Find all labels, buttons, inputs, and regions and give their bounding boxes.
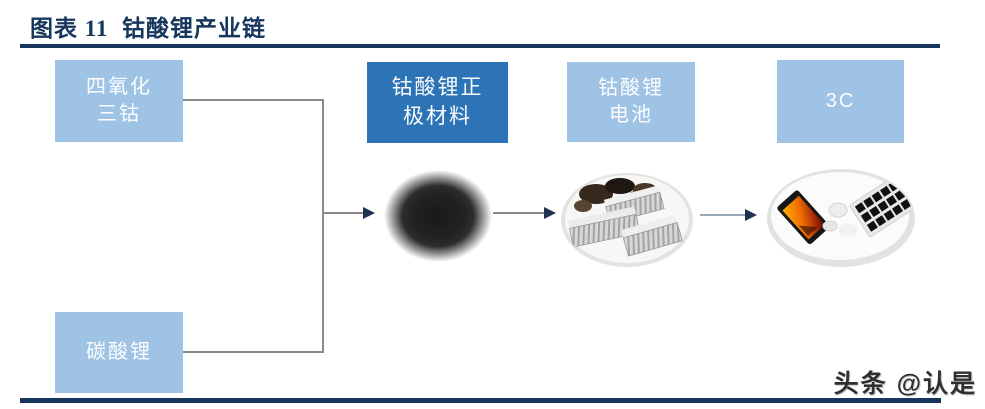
arrow-to-cathode-line: [324, 212, 364, 214]
arrow-to-battery-line: [493, 212, 545, 214]
arrow-to-3c-head-icon: [745, 209, 757, 221]
node-label-line: 钴酸锂: [598, 77, 664, 99]
arrow-to-cathode-head-icon: [363, 207, 375, 219]
title-underline-rule: [20, 44, 940, 48]
node-label-line: 碳酸锂: [86, 341, 152, 363]
node-label-line: 极材料: [403, 104, 472, 128]
node-label-line: 钴酸锂正: [391, 76, 484, 100]
node-label-line: 3C: [825, 90, 856, 112]
node-label-line: 电池: [609, 104, 653, 126]
node-3c: 3C: [777, 60, 904, 143]
connector-top-horizontal: [183, 99, 324, 101]
figure-title: 图表 11 钴酸锂产业链: [30, 16, 266, 41]
node-lithium-carbonate: 碳酸锂: [55, 312, 183, 393]
arrow-to-battery-head-icon: [544, 207, 556, 219]
cathode-powder-photo: [384, 170, 492, 262]
node-cobalt-tetroxide: 四氧化 三钴: [55, 60, 183, 142]
connector-bottom-horizontal: [183, 351, 324, 353]
3c-devices-photo: [767, 169, 915, 267]
node-lco-cathode-material: 钴酸锂正 极材料: [367, 62, 508, 143]
watermark: 头条 @认是: [833, 370, 977, 398]
bottom-rule: [20, 398, 941, 403]
battery-cells-photo: [561, 173, 693, 267]
connector-vertical: [322, 99, 324, 353]
node-lco-battery: 钴酸锂 电池: [567, 62, 695, 142]
node-label-line: 三钴: [97, 103, 141, 125]
arrow-to-3c-line: [700, 214, 746, 216]
node-label-line: 四氧化: [86, 76, 152, 98]
